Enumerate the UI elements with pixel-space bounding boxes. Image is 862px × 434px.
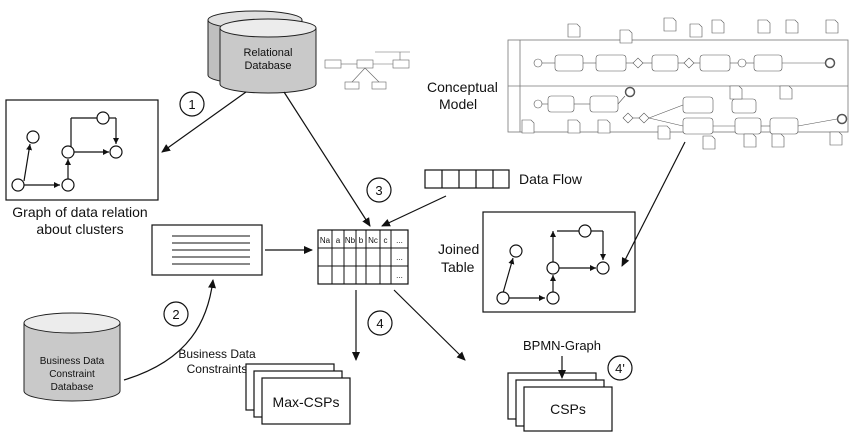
data-flow: Data Flow [424,169,583,189]
conceptual-model-label: Conceptual Model [427,79,498,112]
arrow-db-to-cluster-graph [161,91,247,153]
business-constraints-line-1: Business Data [178,347,256,361]
table-header-b: b [359,236,364,245]
conceptual-model-line-1: Conceptual [427,79,498,95]
relational-db-label-2: Database [244,60,291,72]
table-header-nb: Nb [345,236,356,245]
joined-table: Na a Nb b Nc c ... ... ... [317,229,409,285]
data-flow-label: Data Flow [519,171,583,187]
business-db-label-1: Business Data [40,356,105,367]
cluster-graph-label-1: Graph of data relation [12,204,147,220]
csps-label: CSPs [550,401,586,417]
step-3-marker: 3 [375,183,382,198]
joined-table-line-1: Joined [438,241,479,257]
business-constraints-label: Business Data Constraints [178,347,256,376]
table-header-nc: Nc [368,236,378,245]
conceptual-model-line-2: Model [439,96,477,112]
arrow-table-to-csps [393,289,466,361]
table-header-ellipsis: ... [396,236,403,245]
cluster-graph-label-2: about clusters [36,221,123,237]
flow-arrows [123,91,686,381]
arrow-dataflow-to-joined-table [381,195,447,227]
step-4-marker: 4 [376,316,383,331]
table-cell-ellipsis-1: ... [396,253,403,262]
step-4-prime-marker: 4' [615,361,625,376]
cluster-graph-label: Graph of data relation about clusters [12,204,147,237]
bpmn-process-thumbnail [507,17,849,150]
arrow-db-to-joined-table [283,91,371,227]
step-1-marker: 1 [188,97,195,112]
bpmn-graph-box [482,211,636,313]
joined-table-label: Joined Table [438,241,479,275]
csps-stack: CSPs [507,372,613,432]
table-header-a: a [336,236,341,245]
cluster-graph-box [5,99,159,201]
table-header-c: c [384,236,388,245]
business-constraints-line-2: Constraints [187,362,248,376]
arrow-business-db-to-document [123,279,216,381]
relational-db-label-1: Relational [244,47,293,59]
business-db-label-3: Database [51,382,94,393]
arrow-bpmn-process-to-graph [621,141,686,267]
er-diagram-thumbnail [324,51,410,90]
max-csps-stack: Max-CSPs [245,363,351,425]
business-constraint-database: Business Data Constraint Database [23,312,121,402]
business-constraints-document [151,224,263,276]
joined-table-line-2: Table [441,259,475,275]
relational-database: Relational Database [207,10,317,94]
table-header-na: Na [320,236,331,245]
bpmn-graph-label: BPMN-Graph [523,338,601,353]
business-db-label-2: Constraint [49,369,95,380]
max-csps-label: Max-CSPs [273,394,340,410]
table-cell-ellipsis-2: ... [396,271,403,280]
step-markers: 1 2 3 4 4' [163,91,633,381]
step-2-marker: 2 [172,307,179,322]
